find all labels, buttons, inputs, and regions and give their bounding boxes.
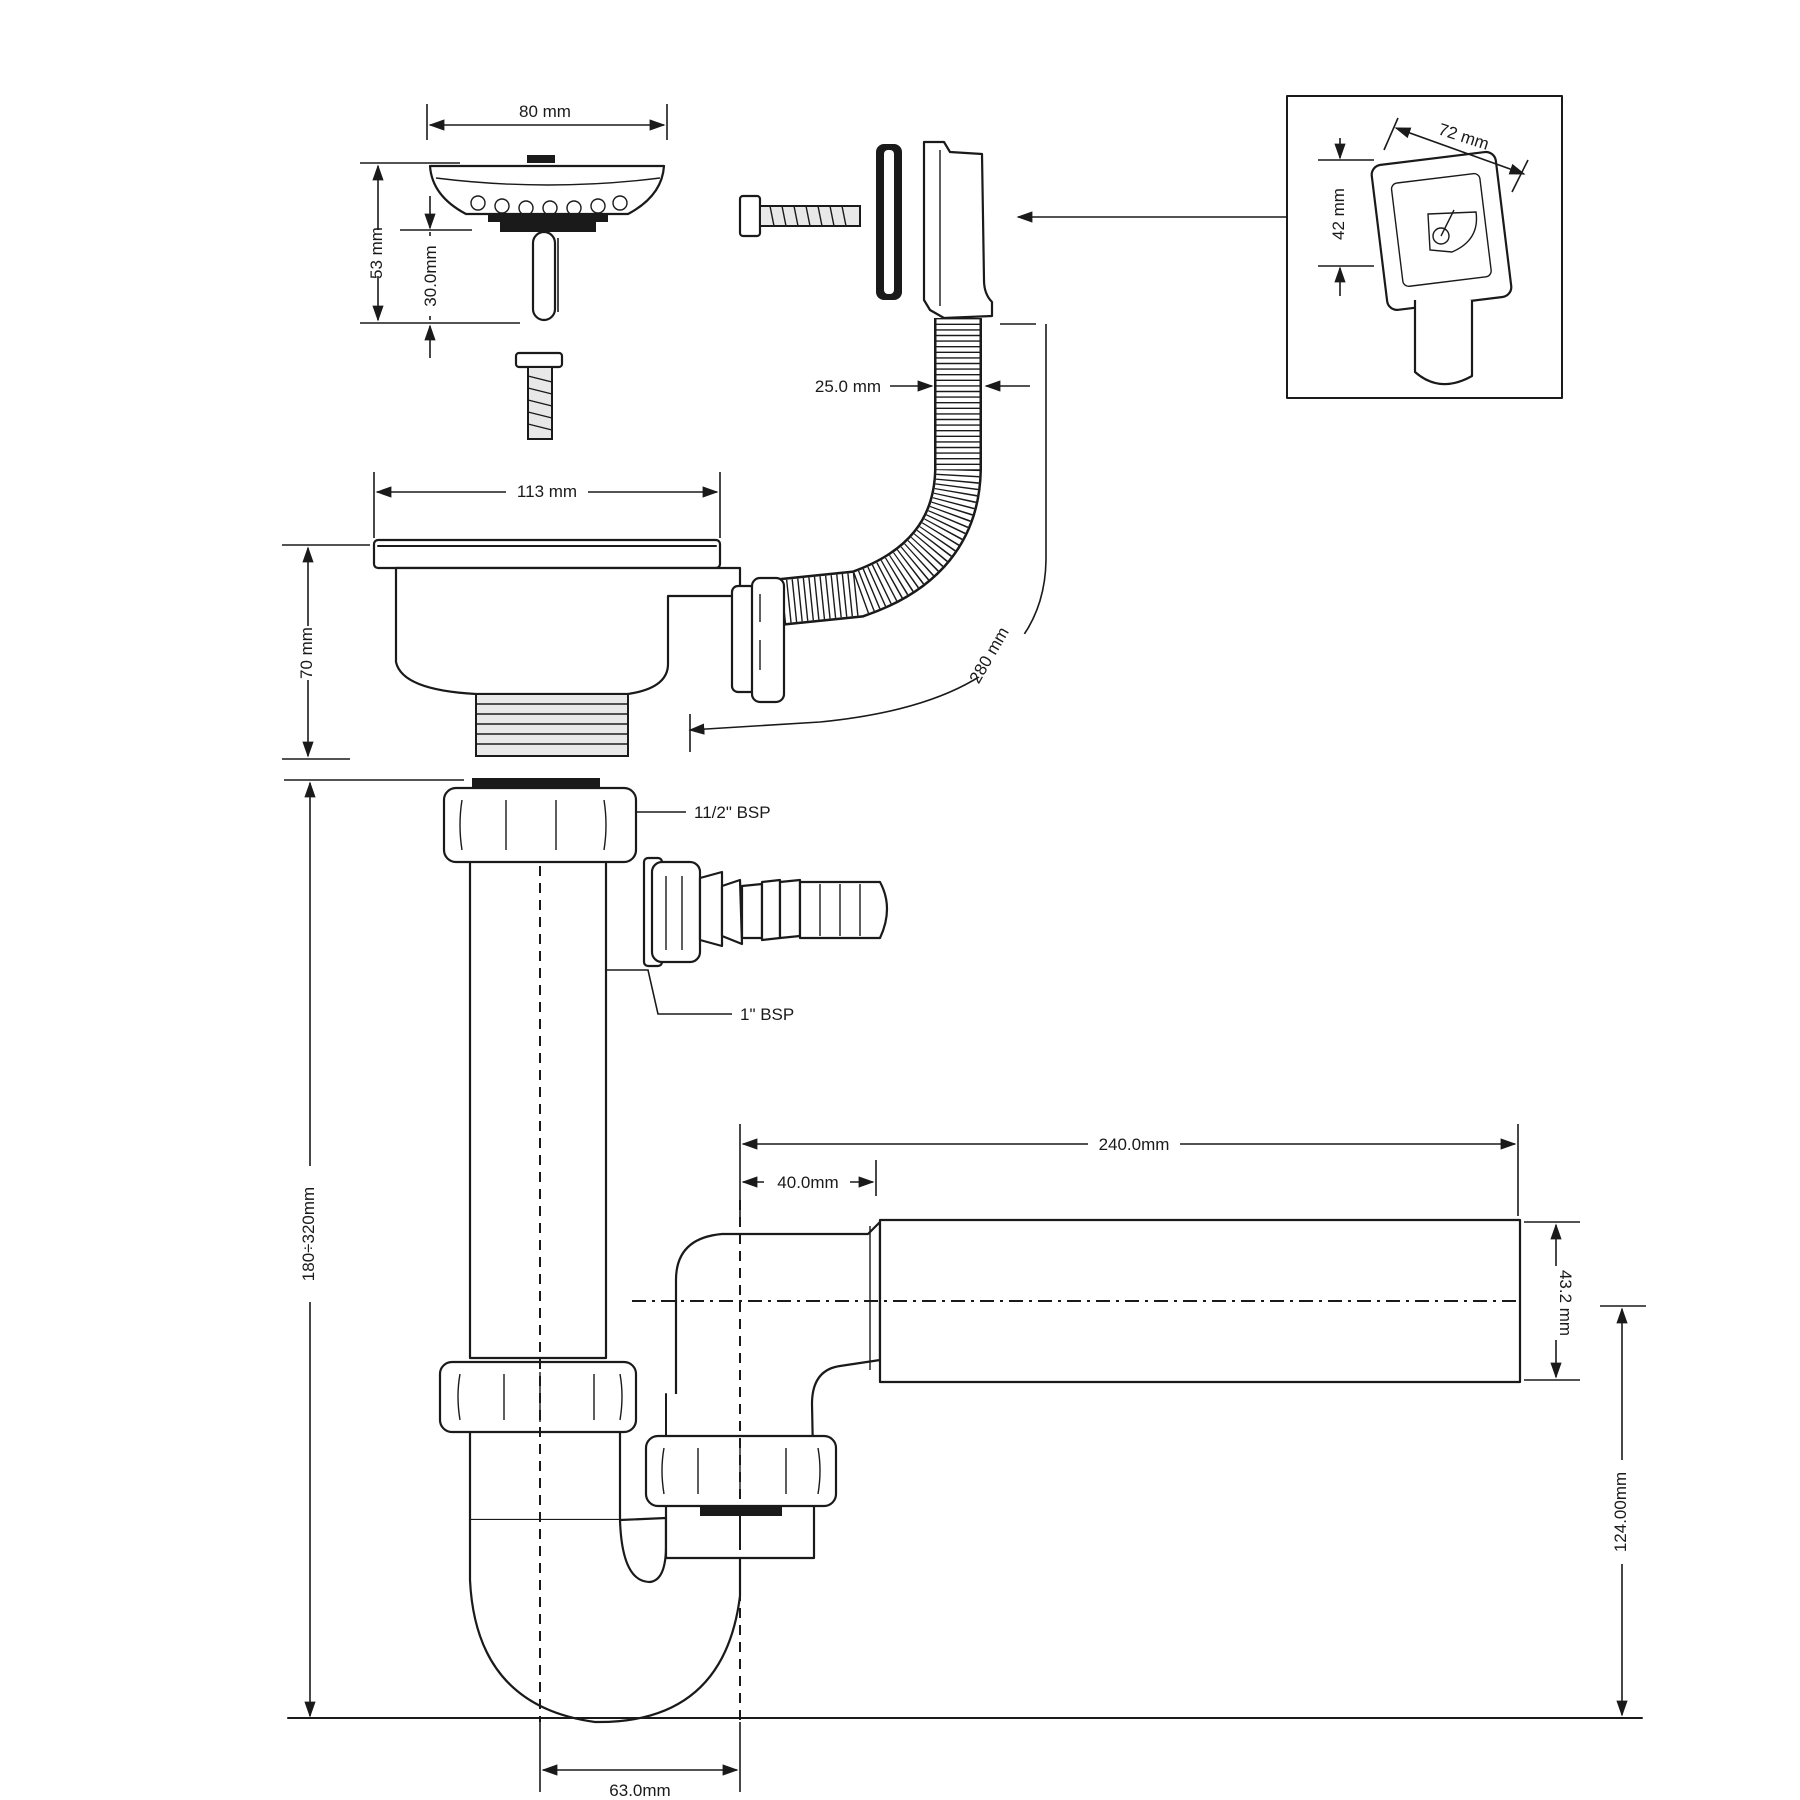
dimension-pipe-diameter: 43.2 mm <box>1524 1221 1580 1381</box>
label-waste-width: 113 mm <box>517 482 577 501</box>
dimension-waste-height: 70 mm <box>282 544 370 760</box>
label-waste-height: 70 mm <box>297 627 316 679</box>
label-pipe-diameter: 43.2 mm <box>1556 1270 1575 1336</box>
overflow-connector-nut <box>730 576 786 704</box>
bottle-trap <box>468 1220 882 1724</box>
dimension-outlet-height: 124.00mm <box>1600 1305 1646 1717</box>
label-thread-main: 11/2" BSP <box>694 803 771 822</box>
label-total-height: 180÷320mm <box>299 1187 318 1281</box>
callout-thread-main: 11/2" BSP <box>636 803 771 822</box>
dimension-hose-diameter: 25.0 mm <box>815 377 1030 396</box>
dimension-offset: 40.0mm <box>741 1160 877 1196</box>
overflow-gasket <box>876 144 902 300</box>
top-connector-nut <box>442 778 638 864</box>
label-outlet-height: 124.00mm <box>1611 1472 1630 1552</box>
flexible-overflow-hose <box>777 318 982 626</box>
label-strainer-height: 53 mm <box>367 227 386 279</box>
overflow-screw <box>738 194 861 238</box>
trap-top-nut <box>438 1360 638 1434</box>
strainer-basket <box>428 155 666 322</box>
label-strainer-stem: 30.0mm <box>421 245 440 306</box>
side-inlet-nipple <box>642 856 889 968</box>
label-hose-diameter: 25.0 mm <box>815 377 881 396</box>
dimension-hose-length: 280 mm <box>688 323 1047 752</box>
overflow-body <box>922 140 994 320</box>
strainer-pin <box>514 351 564 440</box>
label-offset: 40.0mm <box>777 1173 838 1192</box>
label-trap-offset: 63.0mm <box>609 1781 670 1800</box>
basket-waste <box>372 538 742 757</box>
dimension-total-height: 180÷320mm <box>284 779 464 1718</box>
dimension-strainer-width: 80 mm <box>426 100 668 140</box>
dimension-waste-width: 113 mm <box>373 472 721 538</box>
dimension-overflow-height: 42 mm <box>1318 138 1374 296</box>
dimension-trap-offset: 63.0mm <box>539 1722 741 1800</box>
dimension-strainer-height: 53 mm <box>360 162 520 324</box>
label-overflow-height: 42 mm <box>1329 188 1348 240</box>
label-thread-side: 1" BSP <box>740 1005 794 1024</box>
overflow-detail-box <box>1016 95 1563 399</box>
label-pipe-length: 240.0mm <box>1099 1135 1170 1154</box>
dimension-strainer-stem: 30.0mm <box>400 196 472 358</box>
tailpiece-pipe <box>468 858 608 1360</box>
label-overflow-width: 72 mm <box>1436 120 1491 154</box>
callout-thread-side: 1" BSP <box>606 969 794 1024</box>
dimension-pipe-length: 240.0mm <box>739 1124 1519 1218</box>
label-strainer-width: 80 mm <box>519 102 571 121</box>
